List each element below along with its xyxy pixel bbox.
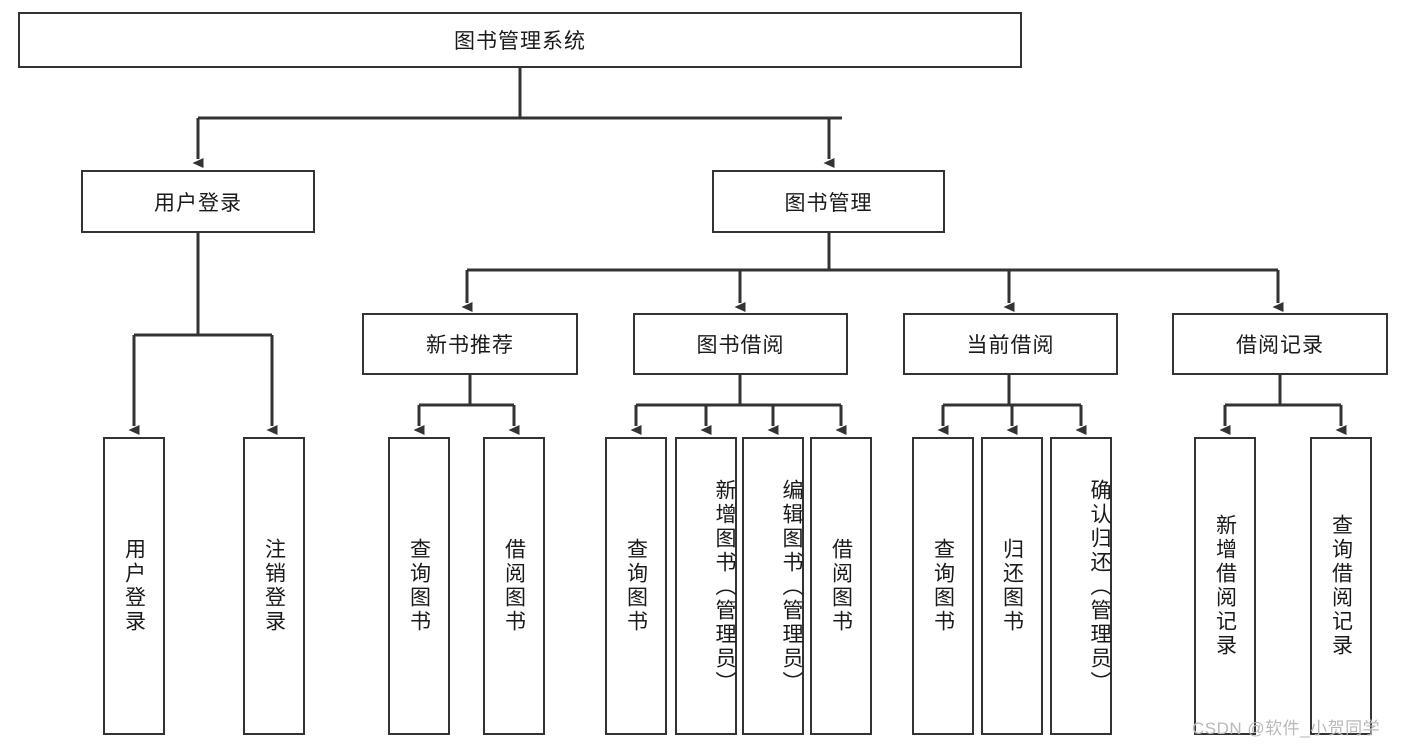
leaf-edit-book-admin[interactable]: 编辑图书（管理员） (742, 437, 804, 735)
leaf-return-book[interactable]: 归还图书 (981, 437, 1043, 735)
leaf-query-borrow-record[interactable]: 查询借阅记录 (1310, 437, 1372, 735)
leaf-add-book-admin[interactable]: 新增图书（管理员） (675, 437, 737, 735)
node-user-login[interactable]: 用户登录 (81, 170, 315, 233)
leaf-borrow-book[interactable]: 借阅图书 (810, 437, 872, 735)
leaf-borrow-book-recommend[interactable]: 借阅图书 (483, 437, 545, 735)
node-book-borrow[interactable]: 图书借阅 (633, 313, 848, 375)
node-root[interactable]: 图书管理系统 (18, 12, 1022, 68)
leaf-logout-login[interactable]: 注销登录 (243, 437, 305, 735)
leaf-query-book-current[interactable]: 查询图书 (912, 437, 974, 735)
node-borrow-record[interactable]: 借阅记录 (1172, 313, 1388, 375)
leaf-query-book-borrow[interactable]: 查询图书 (605, 437, 667, 735)
leaf-add-borrow-record[interactable]: 新增借阅记录 (1194, 437, 1256, 735)
leaf-query-book-recommend[interactable]: 查询图书 (388, 437, 450, 735)
node-new-book-recommend[interactable]: 新书推荐 (362, 313, 578, 375)
leaf-confirm-return-admin[interactable]: 确认归还（管理员） (1050, 437, 1112, 735)
node-book-manage[interactable]: 图书管理 (712, 170, 945, 233)
leaf-user-login[interactable]: 用户登录 (103, 437, 165, 735)
csdn-watermark: CSDN @软件_小贺同学 (1192, 719, 1381, 738)
node-current-borrow[interactable]: 当前借阅 (903, 313, 1118, 375)
